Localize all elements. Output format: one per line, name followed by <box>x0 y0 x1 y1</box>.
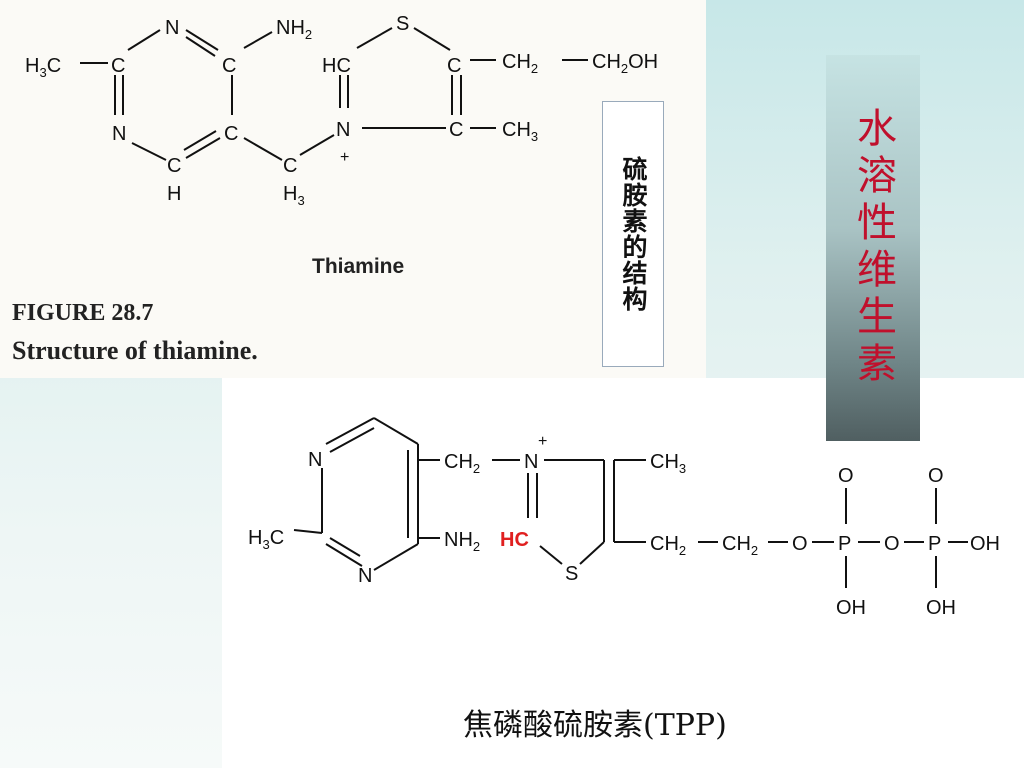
atom-label: O <box>792 533 808 555</box>
bond <box>325 417 375 445</box>
atom-label: C <box>447 55 461 77</box>
atom-label: H3C <box>248 527 284 552</box>
highlighted-hc-atom: HC <box>500 529 529 551</box>
bond <box>356 27 393 49</box>
atom-label: OH <box>836 597 866 619</box>
bond <box>329 427 375 453</box>
atom-label: H3 <box>283 183 305 208</box>
atom-label: N <box>336 119 350 141</box>
bond <box>329 537 361 557</box>
atom-label: C <box>167 155 181 177</box>
atom-label: C <box>222 55 236 77</box>
tpp-caption: 焦磷酸硫胺素(TPP) <box>463 708 727 743</box>
atom-label: O <box>928 465 944 487</box>
atom-label: P <box>928 533 941 555</box>
atom-label: CH3 <box>650 451 686 476</box>
bond <box>373 417 419 445</box>
thiamine-figure-panel <box>0 0 706 378</box>
bond <box>243 137 283 161</box>
bond <box>299 134 335 156</box>
atom-label: P <box>838 533 851 555</box>
atom-label: CH2 <box>502 51 538 76</box>
atom-label: C <box>111 55 125 77</box>
atom-label: OH <box>970 533 1000 555</box>
atom-label: NH2 <box>276 17 312 42</box>
atom-label: N <box>112 123 126 145</box>
slide-side-title: 水溶性维生素 <box>826 55 920 441</box>
atom-label: S <box>396 13 409 35</box>
charge-label: + <box>340 149 349 166</box>
atom-label: N <box>524 451 538 473</box>
bond <box>185 29 219 51</box>
atom-label: N <box>358 565 372 587</box>
atom-label: CH2 <box>650 533 686 558</box>
atom-label: O <box>884 533 900 555</box>
atom-label: C <box>283 155 297 177</box>
bond <box>373 543 419 571</box>
bond <box>185 137 221 159</box>
figure-number: FIGURE 28.7 <box>12 300 154 326</box>
atom-label: CH2 <box>722 533 758 558</box>
thiamine-structure: H3C C N C NH2 N C H C C H3 HC S C N + C … <box>25 13 658 208</box>
figure-caption: Structure of thiamine. <box>12 336 258 365</box>
vertical-label: 硫胺素的结构 <box>602 101 664 367</box>
bond <box>293 529 323 534</box>
atom-label: CH2OH <box>592 51 658 76</box>
bond <box>539 545 563 565</box>
atom-label: H <box>167 183 181 205</box>
atom-label: O <box>838 465 854 487</box>
bond <box>579 541 605 565</box>
tpp-structure: N N H3C NH2 CH2 N + CH3 HC S CH2 CH2 O P… <box>248 417 1000 619</box>
tpp-figure-panel <box>222 378 1024 768</box>
atom-label: NH2 <box>444 529 480 554</box>
atom-label: CH3 <box>502 119 538 144</box>
bond <box>131 142 167 161</box>
atom-label: HC <box>322 55 351 77</box>
compound-label: Thiamine <box>312 255 405 278</box>
charge-label: + <box>538 433 547 450</box>
atom-label: S <box>565 563 578 585</box>
atom-label: H3C <box>25 55 61 80</box>
bond <box>413 27 451 51</box>
atom-label: N <box>308 449 322 471</box>
bond <box>325 543 363 567</box>
atom-label: C <box>224 123 238 145</box>
bond <box>183 130 217 151</box>
atom-label: OH <box>926 597 956 619</box>
bond <box>127 29 161 51</box>
atom-label: N <box>165 17 179 39</box>
atom-label: CH2 <box>444 451 480 476</box>
atom-label: C <box>449 119 463 141</box>
bond <box>185 36 216 57</box>
bond <box>243 31 273 49</box>
